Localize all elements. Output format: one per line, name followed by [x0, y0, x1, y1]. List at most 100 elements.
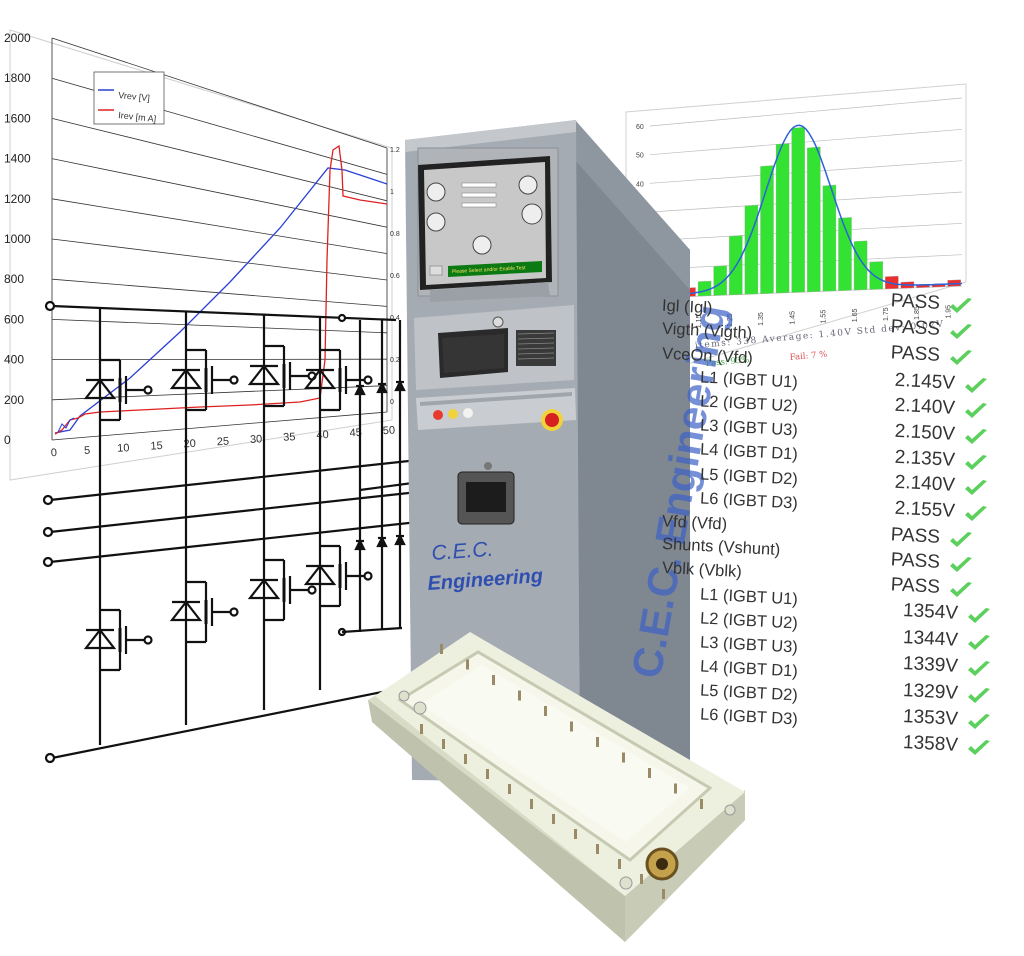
module-pin: [466, 659, 469, 670]
histogram-x-tick-label: 1.65: [852, 308, 859, 322]
module-pin: [492, 675, 495, 685]
voltage-y-tick-label: 1400: [4, 152, 31, 166]
voltage-x-tick-label: 35: [283, 431, 296, 444]
voltage-x-tick-label: 50: [383, 425, 396, 438]
voltage-y-tick-label: 600: [4, 312, 24, 326]
histogram-bar: [853, 240, 868, 291]
voltage-y-tick-label: 400: [4, 353, 24, 367]
module-pin: [508, 784, 511, 794]
voltage-y-tick-label: 0: [4, 433, 11, 447]
cabinet-brand-line1: C.E.C.: [431, 538, 494, 565]
module-pin: [442, 739, 445, 749]
voltage-y-tick-label: 1600: [4, 111, 31, 125]
voltage-y2-tick-label: 1.2: [390, 147, 400, 154]
voltage-x-tick-label: 25: [217, 436, 230, 449]
voltage-x-tick-label: 5: [84, 445, 91, 457]
module-pin: [648, 768, 651, 778]
histogram-bar: [869, 261, 883, 290]
test-connector: [466, 482, 506, 512]
monitor-screen: [424, 162, 546, 285]
diode-symbol: [376, 535, 388, 548]
igbt-power-module: [368, 632, 745, 942]
module-pin: [440, 644, 443, 654]
voltage-y-tick-label: 1000: [4, 232, 31, 246]
module-pin: [596, 844, 599, 854]
histogram-x-tick-label: 1.55: [821, 310, 828, 324]
voltage-x-tick-label: 10: [117, 442, 130, 455]
voltage-y2-tick-label: 0.4: [390, 315, 400, 322]
legend-irev-label: Irev [m A]: [118, 110, 157, 124]
module-pin: [640, 874, 643, 884]
indicator-lamp-white: [463, 408, 473, 418]
module-pin: [552, 814, 555, 824]
histogram-x-tick-label: 1.75: [883, 307, 890, 321]
igbt-switch-symbol: [303, 348, 373, 412]
voltage-x-tick-label: 0: [51, 447, 58, 459]
diode-symbol: [394, 379, 406, 392]
module-pin: [574, 829, 577, 839]
histogram-x-tick-label: 1.15: [696, 314, 703, 328]
histogram-bar: [791, 126, 805, 293]
diode-symbol: [354, 383, 366, 396]
histogram-x-tick-label: 1.45: [789, 311, 796, 325]
indicator-lamp-red: [433, 410, 443, 420]
diode-symbol: [376, 381, 388, 394]
voltage-x-tick-label: 40: [316, 429, 329, 442]
histogram-x-tick-label: 1.95: [945, 305, 952, 319]
voltage-y2-tick-label: 0.2: [390, 357, 400, 364]
module-pin: [622, 752, 625, 763]
igbt-switch-symbol: [83, 608, 153, 672]
histogram-pass-label: Pass: 93%: [705, 355, 749, 369]
histogram-y-tick-label: 40: [636, 181, 644, 188]
voltage-y-tick-label: 200: [4, 393, 24, 407]
diode-symbol: [394, 533, 406, 546]
emergency-stop-button: [545, 413, 559, 427]
histogram-fit-curve: [649, 124, 963, 297]
igbt-switch-symbol: [169, 348, 239, 412]
histogram-x-tick-label: 1.25: [727, 313, 734, 327]
indicator-lamp-yellow: [448, 409, 458, 419]
module-pin: [596, 737, 599, 747]
voltage-x-tick-label: 15: [150, 440, 163, 453]
histogram-bar: [713, 265, 727, 296]
histogram-x-tick-label: 1.85: [914, 306, 921, 320]
legend-vrev-label: Vrev [V]: [118, 90, 151, 103]
screen-banner-text: Please Select and/or Enable Test: [452, 265, 526, 275]
module-pin: [700, 799, 703, 809]
histogram-bar: [775, 143, 790, 294]
voltage-y2-tick-label: 0.6: [390, 273, 400, 280]
voltage-y-tick-label: 1200: [4, 192, 31, 206]
module-pin: [530, 799, 533, 809]
histogram-fail-label: Fail: 7 %: [789, 350, 827, 363]
module-pin: [544, 706, 547, 716]
histogram-y-tick-label: 60: [636, 124, 644, 131]
histogram-bar: [760, 165, 774, 294]
voltage-y2-tick-label: 0.8: [390, 231, 400, 238]
igbt-switch-symbol: [169, 580, 239, 644]
module-pin: [420, 724, 423, 734]
voltage-y-tick-label: 2000: [4, 31, 31, 45]
igbt-switch-symbol: [83, 358, 153, 422]
histogram-y-tick-label: 50: [636, 153, 644, 160]
igbt-switch-symbol: [247, 558, 317, 622]
igbt-circuit-schematic: [42, 300, 421, 764]
histogram-bar: [822, 184, 837, 292]
voltage-y2-tick-label: 0: [390, 399, 394, 406]
module-pin: [662, 889, 665, 899]
module-pin: [570, 721, 573, 732]
histogram-bar: [807, 146, 821, 293]
module-pin: [518, 690, 521, 701]
voltage-y2-tick-label: 1: [390, 189, 394, 196]
voltage-chart-legend: Vrev [V] Irev [m A]: [93, 71, 165, 125]
module-pin: [674, 783, 677, 794]
histogram-bar: [744, 204, 759, 295]
diode-symbol: [354, 538, 366, 551]
igbt-switch-symbol: [303, 544, 373, 608]
voltage-chart-y2-ticks: 1.2 1 0.8 0.6 0.4 0.2 0: [390, 147, 400, 406]
voltage-x-tick-label: 30: [250, 433, 263, 446]
module-pin: [486, 769, 489, 779]
vrev-series-line: [54, 167, 388, 434]
